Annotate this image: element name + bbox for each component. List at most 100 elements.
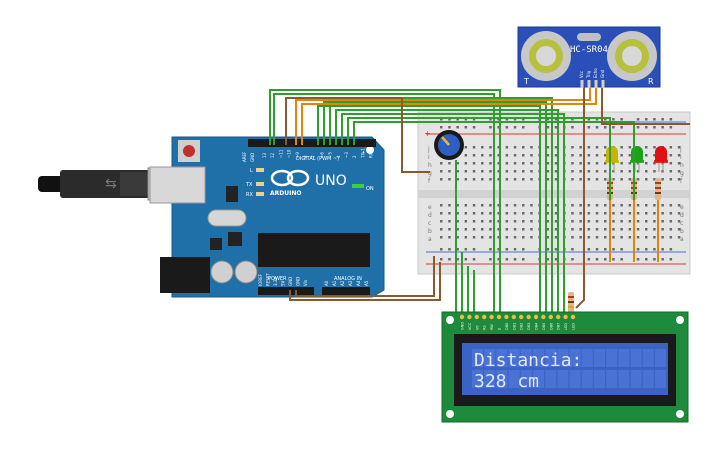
row-letter: h — [428, 162, 432, 169]
lcd-pin-label: DB1 — [512, 323, 516, 330]
rx-label: RX — [246, 192, 253, 198]
row-letter: g — [680, 170, 684, 177]
row-letter: a — [680, 236, 684, 243]
row-letter: i — [680, 154, 682, 161]
analog-pin-label: A5 — [364, 280, 369, 286]
digital-pin-label: 4 — [336, 155, 341, 158]
lcd-pin-label: DB7 — [557, 323, 561, 330]
potentiometer — [434, 130, 464, 160]
arduino-logo — [270, 169, 294, 187]
digital-pin-label: ~11 — [278, 149, 283, 158]
lcd-pin-label: DB4 — [535, 322, 539, 330]
sensor-pin-label: Trig — [586, 70, 591, 79]
digital-pin-label: 13 — [262, 152, 267, 158]
digital-header — [248, 139, 376, 147]
lcd-pin-label: GND — [461, 322, 465, 330]
aref-label: AREF — [242, 151, 247, 162]
digital-pin-label: ~3 — [344, 152, 349, 158]
sensor-pin-label: Gnd — [600, 69, 605, 78]
digital-pin-label: 8 — [303, 155, 308, 158]
analog-label: ANALOG IN — [334, 276, 362, 282]
led-green — [631, 146, 643, 162]
power-pin-label: 5V — [281, 280, 286, 286]
row-letter: f — [680, 178, 683, 185]
power-pin-label: GND — [296, 277, 301, 286]
sensor-pin-label: Echo — [593, 68, 598, 78]
digital-label: DIGITAL (PWM ~) — [296, 156, 339, 162]
analog-pin-label: A4 — [356, 280, 361, 286]
digital-pin-label: ~5 — [328, 152, 333, 158]
analog-pin-label: A3 — [348, 280, 353, 286]
analog-header — [322, 287, 370, 295]
svg-text:+: + — [424, 129, 431, 138]
power-pin-label: Vin — [303, 279, 308, 286]
row-letter: j — [679, 146, 682, 153]
row-letter: b — [428, 228, 432, 235]
digital-pin-label: ~6 — [319, 152, 324, 158]
usb-jack — [149, 166, 206, 204]
on-led — [352, 184, 364, 188]
digital-pin-label: TX▸1 — [360, 148, 365, 159]
lcd-pin-label: E — [498, 328, 502, 330]
row-letter: f — [428, 178, 431, 185]
model-text: UNO — [315, 173, 347, 189]
row-letter: a — [428, 236, 432, 243]
sensor-t-label: T — [523, 77, 529, 86]
digital-pin-label: 2 — [352, 155, 357, 158]
lcd-line-2: 328 cm — [474, 371, 539, 392]
row-letter: g — [428, 170, 432, 177]
lcd-pin-label: DB6 — [549, 323, 553, 330]
on-label: ON — [366, 186, 374, 192]
row-letter: d — [428, 212, 432, 219]
lcd-pin-label: DB0 — [505, 323, 509, 330]
wires — [269, 86, 690, 312]
power-jack — [160, 257, 210, 293]
svg-text:⇆: ⇆ — [105, 176, 117, 192]
digital-pin-label: 12 — [270, 152, 275, 158]
digital-pin-label: 7 — [311, 155, 316, 158]
analog-pin-label: A1 — [332, 280, 337, 286]
digital-pin-label: ~9 — [295, 152, 300, 158]
row-letter: d — [680, 212, 684, 219]
arduino-uno-board: ARDUINO UNO DIGITAL (PWM ~) POWER ANALOG… — [149, 136, 385, 298]
row-letter: h — [680, 162, 684, 169]
usb-cable: ⇆ — [38, 167, 175, 201]
row-letter: i — [428, 154, 430, 161]
lcd-line-1: Distancia: — [474, 350, 582, 371]
power-pin-label: IOREF — [258, 273, 263, 286]
power-pin-label: 3.3V — [273, 277, 278, 286]
analog-pin-label: A2 — [340, 280, 345, 286]
lcd-pin-label: RS — [483, 325, 487, 330]
row-letter: b — [680, 228, 684, 235]
reset-button-cap — [183, 145, 195, 157]
sensor-model-label: HC-SR04 — [570, 45, 608, 55]
lcd-pin-label: RW — [490, 324, 494, 330]
lcd-pin-label: VCC — [468, 322, 472, 330]
arduino-logo-text: ARDUINO — [270, 190, 301, 197]
sensor-r-label: R — [648, 77, 654, 86]
row-letter: e — [428, 204, 432, 211]
atmega-chip — [258, 233, 370, 267]
l-label: L — [250, 168, 253, 174]
row-letter: c — [680, 220, 683, 227]
digital-pin-label: ~10 — [287, 149, 292, 158]
power-header — [258, 287, 314, 295]
lcd-pin-label: DB3 — [527, 323, 531, 330]
row-letter: c — [428, 220, 431, 227]
breadboard-holes — [440, 118, 681, 261]
tx-label: TX — [245, 182, 253, 188]
lcd-pin-label: LED — [572, 323, 576, 330]
lcd-pin-label: V0 — [475, 325, 479, 330]
power-label: POWER — [268, 276, 287, 282]
digital-pin-label: RX◂0 — [369, 147, 374, 158]
